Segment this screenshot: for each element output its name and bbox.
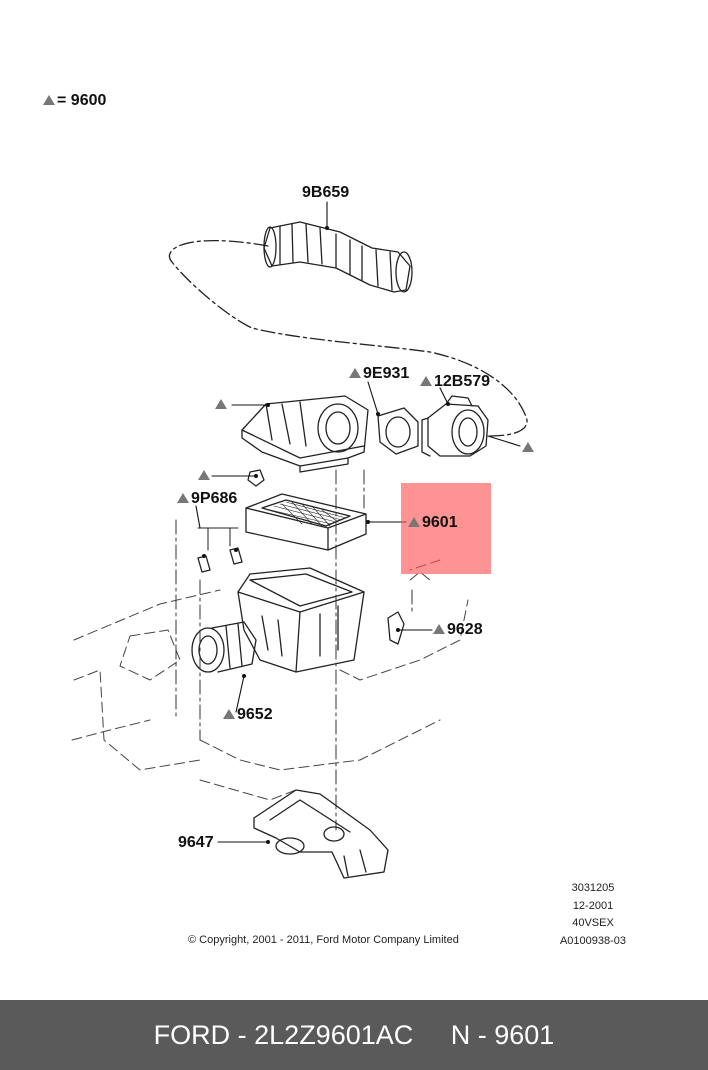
callout-12b579: 12B579 (420, 373, 490, 391)
callout-9b659: 9B659 (302, 184, 350, 201)
callout-9e931: 9E931 (349, 365, 409, 383)
triangle-icon (433, 624, 445, 634)
filter-element-shape (245, 493, 367, 551)
small-clip-shape (247, 469, 265, 487)
gasket-shape (377, 407, 419, 455)
triangle-icon (43, 95, 55, 105)
callout-9e931-text: 9E931 (363, 365, 410, 382)
air-hose-shape (263, 221, 413, 293)
filter-mesh (269, 501, 347, 527)
callout-9628: 9628 (433, 621, 483, 639)
triangle-icon (522, 442, 534, 452)
callout-9647: 9647 (178, 834, 214, 851)
triangle-icon (349, 368, 361, 378)
intake-tube-shape (191, 621, 257, 673)
routing-dashed-line (168, 239, 528, 437)
upper-cover-shape (241, 395, 369, 473)
bracket-shape (387, 611, 405, 645)
legend-text: = 9600 (57, 92, 107, 109)
lower-box-shape (237, 567, 365, 673)
copyright-text: © Copyright, 2001 - 2011, Ford Motor Com… (188, 934, 459, 946)
triangle-icon (198, 470, 210, 480)
callout-9652: 9652 (223, 706, 273, 724)
legend: = 9600 (43, 92, 106, 110)
callout-9p686: 9P686 (177, 490, 237, 508)
callout-9652-text: 9652 (237, 706, 273, 723)
maf-sensor-shape (421, 395, 489, 457)
callout-9628-text: 9628 (447, 621, 483, 638)
meta-line: 12-2001 (572, 899, 614, 912)
triangle-icon (408, 517, 420, 527)
vehicle-body-lines (71, 559, 469, 801)
callout-12b579-text: 12B579 (434, 373, 491, 390)
callout-9p686-text: 9P686 (191, 490, 238, 507)
diagram-meta: 3031205 12-2001 40VSEX A0100938-03 (548, 880, 638, 950)
support-tray-shape (253, 789, 389, 879)
highlight-box-9601 (401, 483, 491, 574)
triangle-icon (420, 376, 432, 386)
triangle-icon (215, 399, 227, 409)
meta-line: A0100938-03 (559, 934, 627, 947)
callout-9601-text: 9601 (422, 514, 458, 531)
triangle-icon (177, 493, 189, 503)
footer-text: FORD - 2L2Z9601AC N - 9601 (153, 1019, 555, 1050)
meta-line: 40VSEX (572, 917, 614, 929)
air-cleaner-diagram (71, 201, 528, 879)
meta-line: 3031205 (571, 882, 615, 894)
triangle-icon (223, 709, 235, 719)
pin-left-shape (197, 555, 211, 573)
part-number-footer: FORD - 2L2Z9601AC N - 9601 (0, 1000, 708, 1070)
callout-9601: 9601 (408, 514, 458, 532)
